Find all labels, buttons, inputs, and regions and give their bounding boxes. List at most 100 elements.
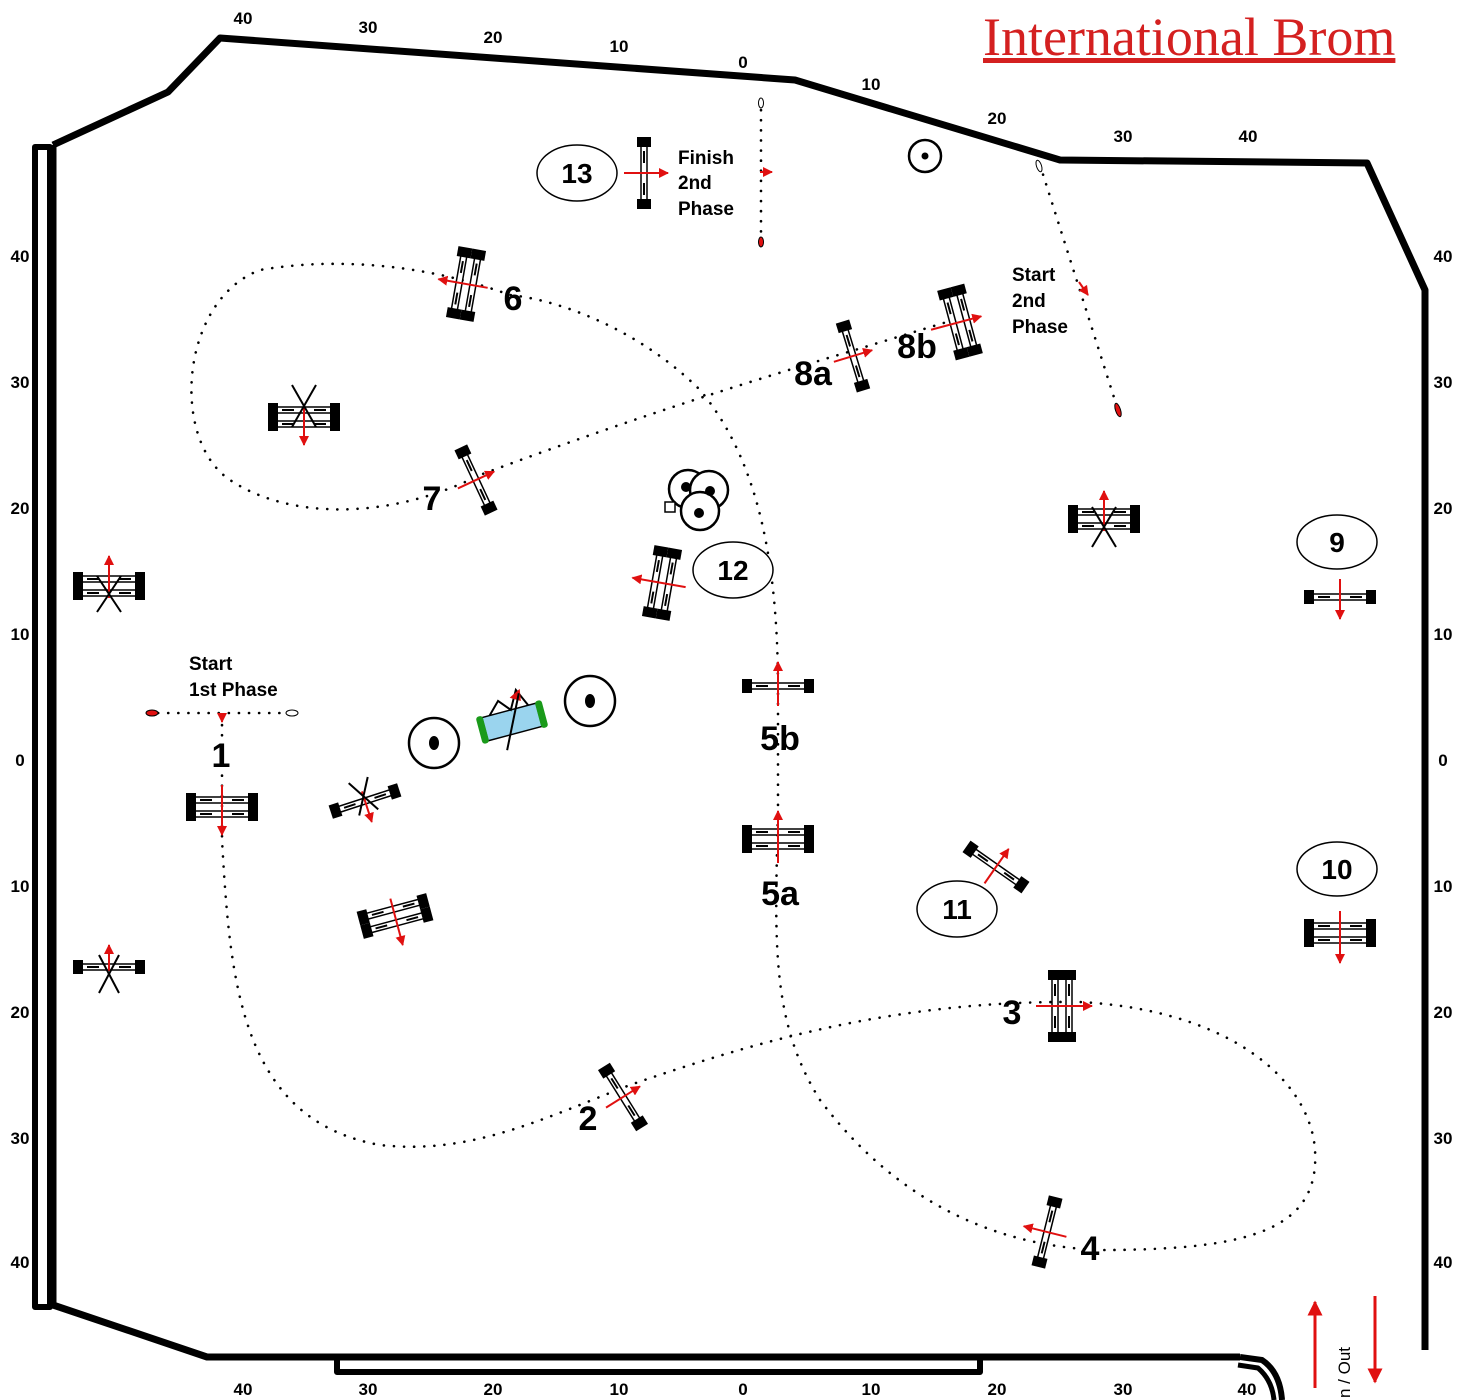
fence-5b — [741, 661, 815, 706]
fence-number-6: 6 — [504, 280, 523, 318]
svg-text:1st Phase: 1st Phase — [189, 680, 278, 701]
scale-label: 40 — [234, 1380, 253, 1399]
fence-3 — [1036, 970, 1093, 1042]
svg-text:13: 13 — [561, 158, 592, 189]
tree-cluster-icon — [664, 468, 730, 532]
fence-number-11: 11 — [916, 880, 998, 938]
fence-6 — [437, 244, 488, 324]
fence-number-13: 13 — [536, 144, 618, 202]
svg-text:10: 10 — [1321, 854, 1352, 885]
fence-number-9: 9 — [1296, 514, 1378, 570]
fence-12 — [631, 542, 686, 622]
fence-number-10: 10 — [1296, 841, 1378, 897]
svg-text:Phase: Phase — [678, 199, 734, 220]
fence-11 — [961, 839, 1031, 895]
fence-2 — [596, 1061, 650, 1133]
arena-outline — [32, 34, 1429, 1400]
scale-label: 40 — [1434, 247, 1453, 266]
tree-icon — [563, 674, 617, 728]
fence-number-5b: 5b — [760, 720, 800, 758]
fence-number-1: 1 — [212, 737, 231, 775]
scale-label: 10 — [862, 1380, 881, 1399]
scale-label: 10 — [862, 75, 881, 94]
svg-text:Start: Start — [189, 654, 233, 675]
svg-text:9: 9 — [1329, 527, 1345, 558]
fence-4 — [1022, 1194, 1067, 1270]
spare-fence — [73, 555, 145, 613]
scale-label: 40 — [11, 1253, 30, 1272]
scale-label: 40 — [1238, 1380, 1257, 1399]
page-title: International Brom — [983, 7, 1396, 67]
finish-2nd-phase-label: Finish 2nd Phase — [678, 148, 734, 220]
fence-10 — [1304, 911, 1376, 964]
fence-8b — [930, 282, 991, 365]
spare-fence — [1068, 490, 1140, 548]
svg-text:2nd: 2nd — [678, 173, 712, 194]
scale-label: 40 — [1434, 1253, 1453, 1272]
svg-text:11: 11 — [942, 894, 972, 925]
scale-label: 0 — [738, 53, 747, 72]
start-1st-phase-label: Start 1st Phase — [189, 654, 278, 701]
scale-label: 20 — [1434, 1003, 1453, 1022]
scale-label: 10 — [1434, 625, 1453, 644]
spare-fence — [268, 384, 340, 446]
fence-5a — [742, 810, 814, 863]
scale-label: 10 — [610, 1380, 629, 1399]
scale-label: 30 — [359, 1380, 378, 1399]
svg-text:Start: Start — [1012, 265, 1056, 286]
svg-text:2nd: 2nd — [1012, 291, 1046, 312]
svg-text:12: 12 — [717, 555, 748, 586]
svg-text:Phase: Phase — [1012, 317, 1068, 338]
scale-label: 20 — [988, 109, 1007, 128]
scale-label: 30 — [11, 1129, 30, 1148]
scale-label: 30 — [1114, 1380, 1133, 1399]
scale-label: 30 — [1114, 127, 1133, 146]
in-out-label: n / Out — [1335, 1347, 1354, 1398]
scale-bottom: 40 30 20 10 0 10 20 30 40 — [234, 1380, 1257, 1399]
scale-label: 20 — [484, 28, 503, 47]
scale-label: 10 — [610, 37, 629, 56]
fence-number-8a: 8a — [794, 355, 833, 393]
fence-number-5a: 5a — [761, 875, 800, 913]
fence-number-4: 4 — [1081, 1230, 1100, 1268]
scale-label: 0 — [1438, 751, 1447, 770]
spare-fence — [72, 944, 146, 994]
fence-number-7: 7 — [423, 480, 442, 518]
scale-label: 0 — [15, 751, 24, 770]
scale-label: 20 — [11, 499, 30, 518]
scale-right: 40 30 20 10 0 10 20 30 40 — [1434, 247, 1453, 1272]
course-route — [146, 98, 1317, 1252]
scale-label: 10 — [11, 877, 30, 896]
fence-13 — [624, 136, 669, 210]
scale-label: 10 — [11, 625, 30, 644]
scale-label: 30 — [11, 373, 30, 392]
scale-top: 40 30 20 10 0 10 20 30 40 — [234, 9, 1258, 146]
fence-7 — [453, 443, 499, 517]
scale-label: 40 — [1239, 127, 1258, 146]
scale-label: 0 — [738, 1380, 747, 1399]
route-markers — [145, 97, 1122, 723]
spare-fence — [327, 776, 403, 823]
fence-number-3: 3 — [1003, 994, 1022, 1032]
scale-label: 40 — [234, 9, 253, 28]
fence-9 — [1303, 579, 1377, 620]
tree-icon — [407, 716, 461, 770]
fence-1 — [186, 785, 258, 836]
tree-icon — [907, 138, 943, 174]
scale-label: 10 — [1434, 877, 1453, 896]
fence-8a — [833, 318, 874, 394]
svg-text:Finish: Finish — [678, 148, 734, 169]
scale-label: 20 — [988, 1380, 1007, 1399]
fence-number-8b: 8b — [897, 328, 937, 366]
start-2nd-phase-label: Start 2nd Phase — [1012, 265, 1068, 338]
scale-left: 40 30 20 10 0 10 20 30 40 — [11, 247, 30, 1272]
scale-label: 20 — [1434, 499, 1453, 518]
scale-label: 30 — [1434, 373, 1453, 392]
scale-label: 20 — [484, 1380, 503, 1399]
flower-box — [476, 687, 548, 751]
scale-label: 40 — [11, 247, 30, 266]
scale-label: 30 — [359, 18, 378, 37]
fence-number-2: 2 — [579, 1100, 598, 1138]
spare-fence — [356, 889, 438, 946]
